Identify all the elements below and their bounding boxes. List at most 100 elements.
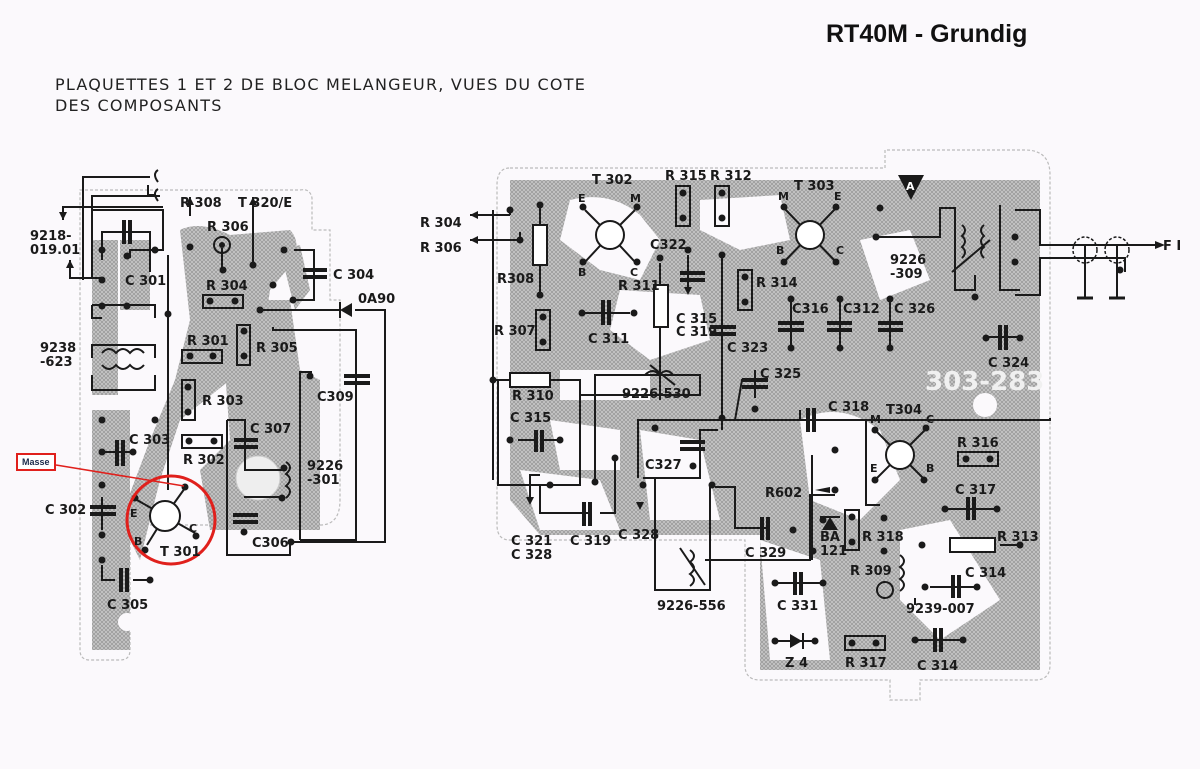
arrow-icon <box>526 497 534 505</box>
transistor-t301 <box>131 483 200 554</box>
label-c301: C 301 <box>125 274 166 289</box>
resistor-r313 <box>949 537 996 553</box>
inductor-9239-007 <box>898 554 905 592</box>
label-r318: R 318 <box>862 530 904 545</box>
label-c319: C 319 <box>570 534 611 549</box>
label-t301: T 301 <box>160 545 201 560</box>
board-gaps <box>520 195 1000 660</box>
label-c325: C 325 <box>760 367 801 382</box>
inductor-9238-623 <box>101 348 145 370</box>
resistor-r308 <box>532 224 548 266</box>
solder-pads <box>98 243 314 584</box>
mounting-hole <box>235 455 281 501</box>
resistor-r317 <box>844 635 886 651</box>
label-r307: R 307 <box>494 324 536 339</box>
arrow-icon <box>636 502 644 510</box>
shield-icon <box>1072 236 1098 264</box>
label-ba121-b: 121 <box>820 544 847 559</box>
label-t301-b: B <box>134 535 142 548</box>
label-coil-9239-007: 9239-007 <box>906 602 975 617</box>
capacitor-c318 <box>806 408 816 432</box>
label-c302: C 302 <box>45 503 86 518</box>
label-r314: R 314 <box>756 276 798 291</box>
resistor-r306 <box>213 236 231 254</box>
label-coil-9218b: 019.01 <box>30 243 80 258</box>
arrow-icon <box>815 487 830 493</box>
transistor-t302 <box>579 203 641 266</box>
capacitor-c322 <box>680 271 705 282</box>
label-c331: C 331 <box>777 599 818 614</box>
label-t302-c: C <box>630 266 638 279</box>
label-ba121-a: BA <box>820 530 840 545</box>
document-title: RT40M - Grundig <box>826 20 1028 48</box>
inductor-9226-301 <box>284 461 291 499</box>
arrow-icon <box>470 211 478 219</box>
arrow-icon <box>470 236 478 244</box>
capacitor-c327 <box>680 440 705 451</box>
label-c314-b: C 314 <box>917 659 958 674</box>
label-t302-b: B <box>578 266 586 279</box>
masse-pointer-line <box>55 464 185 487</box>
label-t303-c: C <box>836 244 844 257</box>
label-r304-out: R 304 <box>420 216 462 231</box>
label-r309: R 309 <box>850 564 892 579</box>
label-c329: C 329 <box>745 546 786 561</box>
label-r308: R308 <box>497 272 534 287</box>
capacitor-c303 <box>115 440 125 466</box>
diode-oa90 <box>339 302 352 318</box>
resistor-r301 <box>181 349 223 364</box>
label-t304-c: C <box>926 413 934 426</box>
label-c315-319-a: C 315 <box>676 312 717 327</box>
label-r301: R 301 <box>187 334 229 349</box>
capacitor-c323 <box>710 325 736 336</box>
label-r308: R 308 <box>180 196 222 211</box>
label-c307: C 307 <box>250 422 291 437</box>
label-t301-e: E <box>130 507 138 520</box>
label-z4: Z 4 <box>785 656 808 671</box>
board-number: 303-283 <box>925 367 1044 397</box>
diagram-caption: PLAQUETTES 1 ET 2 DE BLOC MELANGEUR, VUE… <box>55 74 586 116</box>
label-c328a: C 328 <box>511 548 552 563</box>
label-c321: C 321 <box>511 534 552 549</box>
label-c317: C 317 <box>955 483 996 498</box>
label-r311: R 311 <box>618 279 660 294</box>
wiring <box>62 176 386 581</box>
caption-line-2: DES COMPOSANTS <box>55 96 223 115</box>
board-2: 303-283 <box>420 149 1181 701</box>
label-c316: C316 <box>792 302 829 317</box>
label-coil-9226-301: 9226 <box>307 459 343 474</box>
label-coil-9226-301b: -301 <box>307 473 340 488</box>
label-c303: C 303 <box>129 433 170 448</box>
arrow-icon <box>66 260 74 268</box>
label-t304-b: B <box>926 462 934 475</box>
label-t320e: T 320/E <box>238 196 292 211</box>
label-c326: C 326 <box>894 302 935 317</box>
label-t302-e: E <box>578 192 586 205</box>
label-t303-b: B <box>776 244 784 257</box>
test-point-a-label: A <box>906 180 915 193</box>
resistor-r312 <box>714 185 730 227</box>
label-c324: C 324 <box>988 356 1029 371</box>
label-c315-319-b: C 319 <box>676 325 717 340</box>
label-r310: R 310 <box>512 389 554 404</box>
capacitor-c301 <box>122 220 132 244</box>
resistor-r310 <box>509 372 551 388</box>
label-t304-m: M <box>870 413 881 426</box>
label-coil-9238b: -623 <box>40 355 73 370</box>
resistor-r316 <box>957 451 999 467</box>
label-c322: C322 <box>650 238 687 253</box>
resistor-r311 <box>653 284 669 328</box>
label-c318: C 318 <box>828 400 869 415</box>
copper-trace <box>280 245 310 310</box>
capacitor-c329 <box>760 517 770 540</box>
label-coil-9218: 9218- <box>30 229 72 244</box>
label-r317: R 317 <box>845 656 887 671</box>
label-r306: R 306 <box>207 220 249 235</box>
test-point-a: A <box>898 175 924 200</box>
label-coil-9238: 9238 <box>40 341 76 356</box>
label-coil-9226-309b: -309 <box>890 267 923 282</box>
label-fi-output: F I <box>1163 239 1181 254</box>
resistor-r302 <box>181 434 223 449</box>
capacitor-c319 <box>582 502 592 526</box>
